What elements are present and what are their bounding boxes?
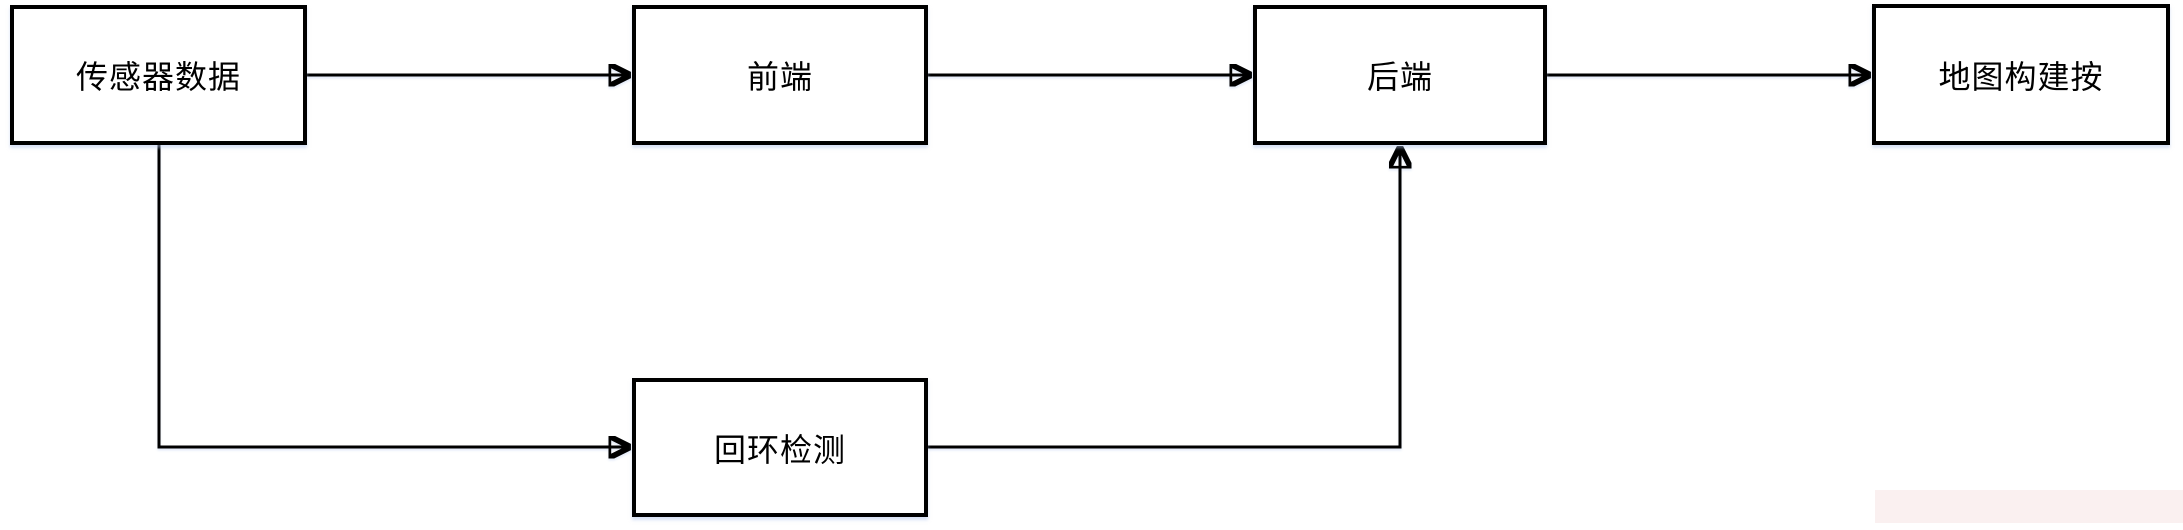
node-sensor-data: 传感器数据 bbox=[10, 5, 307, 145]
node-map-building: 地图构建按 bbox=[1872, 4, 2170, 145]
edge-sensor-to-loop bbox=[157, 145, 629, 447]
node-back-end: 后端 bbox=[1253, 5, 1547, 145]
node-sensor-data-label: 传感器数据 bbox=[75, 58, 241, 96]
node-loop-closure-label: 回环检测 bbox=[713, 430, 846, 469]
node-loop-closure: 回环检测 bbox=[632, 378, 928, 517]
node-front-end: 前端 bbox=[632, 5, 928, 145]
node-back-end-label: 后端 bbox=[1366, 58, 1433, 96]
edge-loop-to-backend bbox=[928, 148, 1400, 449]
node-map-building-label: 地图构建按 bbox=[1938, 57, 2104, 96]
watermark-strip bbox=[1875, 490, 2183, 523]
node-front-end-label: 前端 bbox=[746, 58, 813, 96]
